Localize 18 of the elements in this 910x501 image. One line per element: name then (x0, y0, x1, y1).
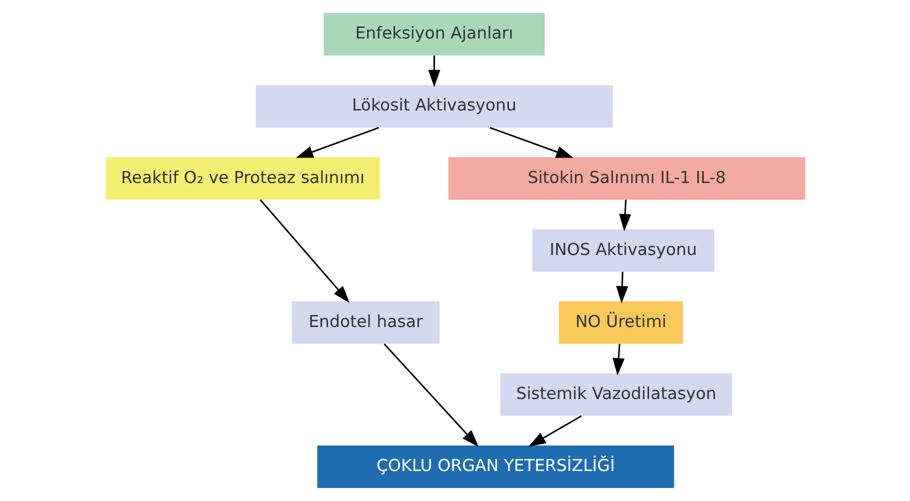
node-box: Lökosit Aktivasyonu (255, 85, 612, 128)
arrow (489, 126, 573, 158)
node-box: Enfeksiyon Ajanları (323, 12, 544, 56)
node-box: Sitokin Salınımı IL-1 IL-8 (448, 157, 805, 200)
arrow (428, 56, 440, 88)
arrow (612, 344, 624, 376)
arrow (295, 126, 379, 158)
node-box: Reaktif O₂ ve Proteaz salınımı (105, 157, 380, 200)
node-box: ÇOKLU ORGAN YETERSİZLİĞİ (316, 445, 674, 488)
node-box: NO Üretimi (558, 301, 682, 344)
arrow (259, 199, 350, 303)
arrow (618, 200, 631, 232)
arrow (383, 344, 478, 447)
arrow (528, 415, 582, 447)
node-box: Sistemik Vazodilatasyon (500, 373, 732, 416)
node-box: Endotel hasar (291, 301, 440, 344)
arrow (616, 272, 628, 304)
node-box: INOS Aktivasyonu (532, 229, 714, 272)
